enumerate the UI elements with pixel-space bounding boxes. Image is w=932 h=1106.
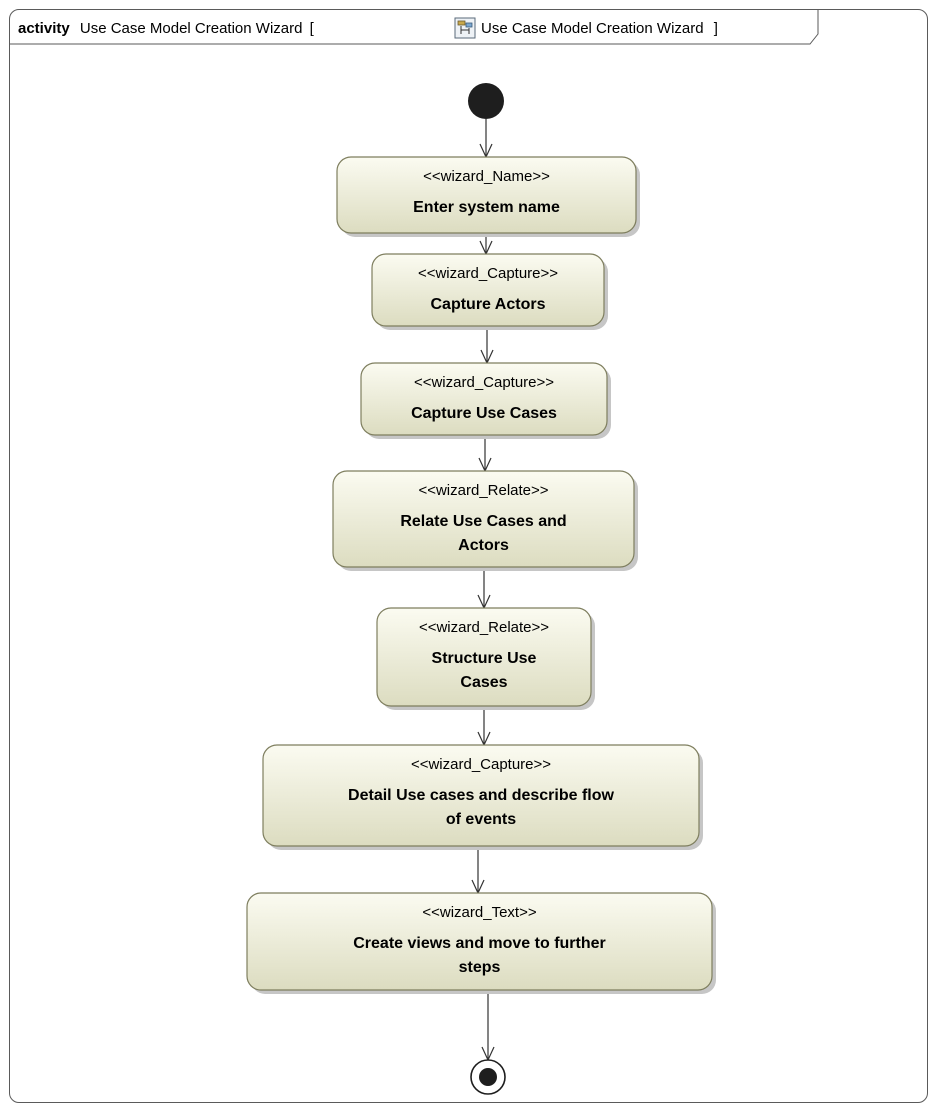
control-flow-arrow bbox=[477, 567, 491, 610]
action-box bbox=[246, 892, 713, 991]
frame-bracket-open: [ bbox=[310, 20, 315, 37]
action-label: Actors bbox=[458, 537, 509, 554]
action-stereotype: <<wizard_Name>> bbox=[423, 168, 550, 185]
action-relate-use-cases-and-actors: <<wizard_Relate>> Relate Use Cases andAct… bbox=[332, 470, 638, 571]
action-stereotype: <<wizard_Relate>> bbox=[418, 482, 548, 499]
activity-frame bbox=[9, 9, 928, 1103]
frame-name: Use Case Model Creation Wizard bbox=[80, 20, 303, 37]
frame-keyword: activity bbox=[18, 20, 70, 37]
action-box bbox=[332, 470, 635, 568]
frame-tab-outline bbox=[10, 10, 819, 45]
action-capture-actors: <<wizard_Capture>> Capture Actors bbox=[371, 253, 608, 330]
action-box bbox=[376, 607, 592, 707]
action-box bbox=[336, 156, 637, 234]
action-label: Structure Use bbox=[432, 650, 537, 667]
action-box bbox=[360, 362, 608, 436]
frame-header: activity Use Case Model Creation Wizard … bbox=[10, 10, 819, 45]
action-label: Cases bbox=[460, 674, 507, 691]
action-stereotype: <<wizard_Relate>> bbox=[419, 619, 549, 636]
action-label: steps bbox=[459, 959, 501, 976]
control-flow-arrow bbox=[480, 326, 494, 365]
action-label: Relate Use Cases and bbox=[400, 513, 566, 530]
action-label: Capture Actors bbox=[431, 296, 546, 313]
action-stereotype: <<wizard_Capture>> bbox=[411, 756, 551, 773]
activity-diagram-icon bbox=[454, 17, 476, 39]
control-flow-arrow bbox=[478, 435, 492, 473]
control-flow-arrow bbox=[471, 846, 485, 895]
action-stereotype: <<wizard_Capture>> bbox=[414, 374, 554, 391]
action-nodes: <<wizard_Name>>Enter system name<<wizard… bbox=[246, 156, 716, 994]
svg-text:Use Case Model Creation Wizard: Use Case Model Creation Wizard ] bbox=[481, 20, 718, 37]
action-capture-use-cases: <<wizard_Capture>> Capture Use Cases bbox=[360, 362, 611, 439]
action-box bbox=[371, 253, 605, 327]
action-detail-use-cases-and-describe-flow-of-events: <<wizard_Capture>> Detail Use cases and d… bbox=[262, 744, 703, 850]
action-label: Capture Use Cases bbox=[411, 405, 557, 422]
action-stereotype: <<wizard_Capture>> bbox=[418, 265, 558, 282]
control-flow-arrow bbox=[481, 990, 495, 1062]
action-stereotype: <<wizard_Text>> bbox=[422, 904, 536, 921]
frame-ref-name: Use Case Model Creation Wizard bbox=[481, 20, 704, 37]
action-enter-system-name: <<wizard_Name>> Enter system name bbox=[336, 156, 640, 237]
action-create-views-and-move-to-further-steps: <<wizard_Text>> Create views and move to … bbox=[246, 892, 716, 994]
control-flow-arrow bbox=[477, 706, 491, 747]
frame-bracket-close: ] bbox=[714, 20, 718, 37]
control-flow-arrow bbox=[479, 119, 493, 159]
action-box bbox=[262, 744, 700, 847]
svg-text:activity Use Case Model: activity Use Case Model Creation Wizard … bbox=[18, 20, 315, 37]
action-label: of events bbox=[446, 811, 516, 828]
initial-node bbox=[468, 83, 504, 119]
action-label: Detail Use cases and describe flow bbox=[348, 787, 614, 804]
action-label: Enter system name bbox=[413, 199, 560, 216]
activity-final-node bbox=[470, 1059, 506, 1095]
action-label: Create views and move to further bbox=[353, 935, 606, 952]
